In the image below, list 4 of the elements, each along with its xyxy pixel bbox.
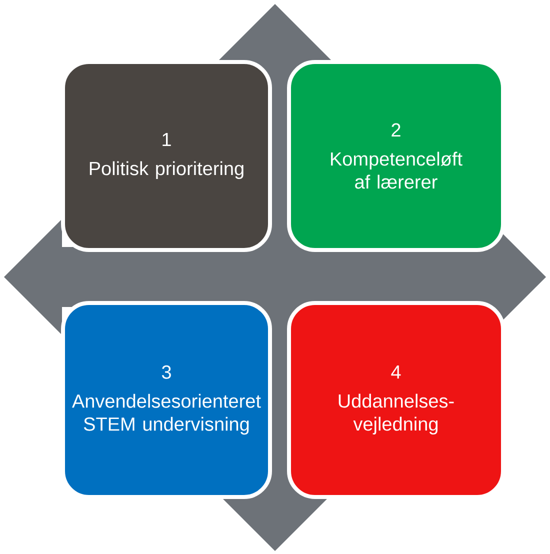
rounded-box: 1 Politisk prioritering [61, 60, 272, 252]
rounded-box: 3 Anvendelsesorienteret STEM undervisning [61, 301, 272, 499]
rounded-box: 2 Kompetenceløft af lærerer [287, 60, 505, 252]
rounded-box: 4 Uddannelses- vejledning [287, 301, 505, 499]
